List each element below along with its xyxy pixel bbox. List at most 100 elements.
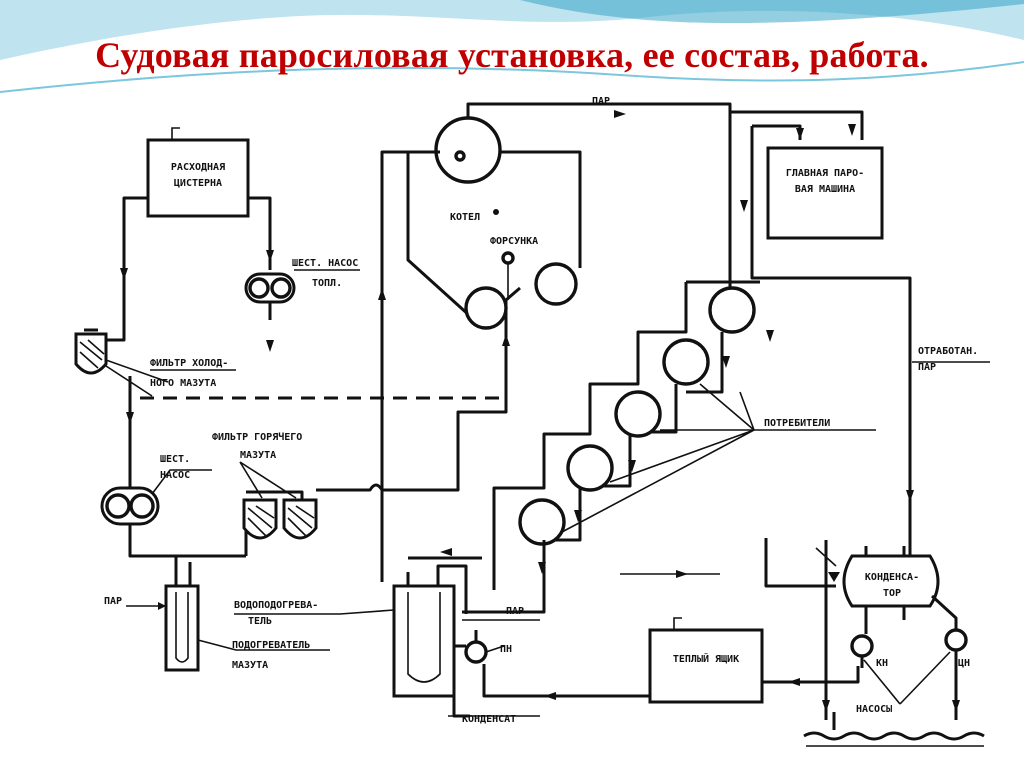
top-wave-line <box>0 61 1024 93</box>
cold-filter-label-2: НОГО МАЗУТА <box>150 378 216 389</box>
burner <box>501 251 515 265</box>
flow-arrow <box>828 572 840 582</box>
slide-title: Судовая паросиловая установка, ее состав… <box>95 35 929 75</box>
flow-arrow <box>740 200 748 212</box>
leader-line <box>234 609 395 615</box>
main-engine-label: ГЛАВНАЯ ПАРО- <box>786 168 864 179</box>
flow-arrow <box>266 250 274 262</box>
pumps-leader <box>863 651 951 705</box>
fuel-gear-pump-label-2: ТОПЛ. <box>312 278 342 289</box>
sea-water-intake <box>824 540 836 730</box>
flow-arrow <box>266 340 274 352</box>
gear-pump-label: ШЕСТ. <box>160 454 190 465</box>
steam-mid-label: ПАР <box>506 606 524 617</box>
flow-arrow <box>440 548 452 556</box>
flow-arrow <box>628 460 636 472</box>
condenser <box>842 546 940 620</box>
hot-well <box>648 628 764 704</box>
fuel-line-tank-to-pump <box>248 196 272 270</box>
steam-drum <box>434 116 502 184</box>
boiler-point <box>493 209 499 215</box>
main-steam-engine <box>766 146 884 240</box>
flow-arrow <box>796 128 804 140</box>
hot-fuel-filter-1 <box>242 498 278 540</box>
fuel-line-to-burner <box>316 382 508 492</box>
exhaust-steam-label: ОТРАБОТАН. <box>918 346 978 357</box>
top-wave-decoration <box>0 0 1024 60</box>
fuel-heater-label: ПОДОГРЕВАТЕЛЬ <box>232 640 310 651</box>
flow-arrow <box>126 412 134 424</box>
feed-pump-to-hotwell <box>482 664 652 698</box>
consumers-leader-lines <box>561 383 755 533</box>
condensate-pump-label: КН <box>876 658 888 669</box>
service-tank <box>146 138 250 218</box>
flow-arrow <box>766 330 774 342</box>
fuel-heater <box>164 584 200 672</box>
condensate-label: КОНДЕНСАТ <box>462 714 516 725</box>
consumer-4 <box>566 444 614 492</box>
heater-connections <box>406 564 468 614</box>
flow-arrow <box>120 268 128 280</box>
burner-label: ФОРСУНКА <box>490 236 538 247</box>
fuel-gear-pump <box>244 272 296 304</box>
consumer-3 <box>614 390 662 438</box>
water-drum-left <box>464 286 508 330</box>
main-engine-label-2: ВАЯ МАШИНА <box>795 184 855 195</box>
pumps-label: НАСОСЫ <box>856 704 892 715</box>
flow-arrow <box>822 700 830 712</box>
flow-arrow <box>544 692 556 700</box>
flow-arrow <box>158 602 166 610</box>
cold-fuel-filter <box>74 328 108 375</box>
feed-water-heater <box>392 584 456 698</box>
condenser-label-2: ТОР <box>883 588 901 599</box>
consumer-1 <box>708 286 756 334</box>
service-tank-vent <box>171 127 180 140</box>
burner-line-2 <box>504 286 521 382</box>
heater-to-condensate <box>452 696 470 718</box>
steam-main-top <box>466 102 732 290</box>
gear-pump <box>100 486 160 526</box>
flow-arrow <box>378 288 386 300</box>
flow-arrow <box>848 124 856 136</box>
flow-arrow <box>502 334 510 346</box>
consumers-stair-outer <box>492 280 760 590</box>
hot-filter-label-2: МАЗУТА <box>240 450 276 461</box>
water-drum-right <box>534 262 578 306</box>
feed-pump-label: ПН <box>500 644 512 655</box>
exhaust-steam-label-2: ПАР <box>918 362 936 373</box>
water-heater-label: ВОДОПОДОГРЕВА- <box>234 600 318 611</box>
sea-water-line <box>803 731 985 741</box>
flow-arrow <box>952 700 960 712</box>
consumer-2 <box>662 338 710 386</box>
feed-pump <box>454 630 488 664</box>
hot-well-vent <box>673 617 682 630</box>
service-tank-label-2: ЦИСТЕРНА <box>174 178 222 189</box>
condensate-pump <box>850 606 874 668</box>
gear-pump-label-2: НАСОС <box>160 470 190 481</box>
consumers-stair-inner <box>544 332 724 542</box>
leader-line <box>197 639 330 651</box>
service-tank-label: РАСХОДНАЯ <box>171 162 225 173</box>
fuel-gear-pump-label: ШЕСТ. НАСОС <box>292 258 358 269</box>
flow-arrow <box>574 510 582 522</box>
hot-filter-label: ФИЛЬТР ГОРЯЧЕГО <box>212 431 302 443</box>
water-heater-label-2: ТЕЛЬ <box>248 616 272 627</box>
top-wave-accent <box>520 0 1024 24</box>
flow-arrow <box>614 110 626 118</box>
cold-filter-label: ФИЛЬТР ХОЛОД- <box>150 358 228 369</box>
leader-line <box>151 469 212 495</box>
condenser-label: КОНДЕНСА- <box>865 572 919 583</box>
fuel-line-heater-to-hotfilter <box>130 554 246 588</box>
consumer-5 <box>518 498 566 546</box>
return-to-hotwell <box>762 666 860 684</box>
circ-pump-label: ЦН <box>958 658 970 669</box>
fuel-heater-label-2: МАЗУТА <box>232 660 268 671</box>
flow-arrow <box>906 490 914 502</box>
hot-well-label: ТЕПЛЫЙ ЯЩИК <box>673 652 739 665</box>
consumer-return-line <box>408 540 546 614</box>
hot-fuel-filter-2 <box>282 498 318 540</box>
engine-exhaust-to-condenser <box>764 538 836 588</box>
steam-label-left: ПАР <box>104 596 122 607</box>
